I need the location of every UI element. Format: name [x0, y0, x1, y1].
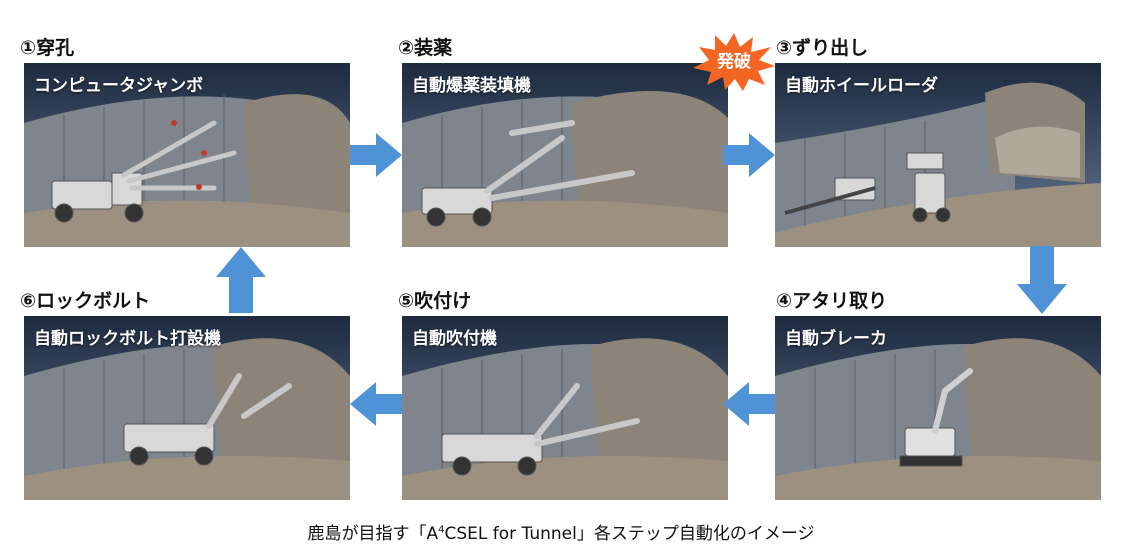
- breaker-illustration: [775, 338, 1101, 500]
- step-6-machine-label: 自動ロックボルト打設機: [34, 329, 221, 349]
- step-6-title: ⑥ロックボルト: [20, 290, 151, 312]
- blast-burst-icon: [693, 33, 775, 91]
- arrow-6-to-1-icon: [216, 247, 266, 313]
- step-3-title: ③ずり出し: [776, 37, 869, 59]
- caption-superscript: 4: [438, 524, 445, 536]
- step-4-panel: 自動ブレーカ: [775, 316, 1101, 500]
- blast-badge-label: 発破: [717, 52, 751, 72]
- charging-machine-illustration: [402, 91, 728, 247]
- caption-prefix: 鹿島が目指す「A: [307, 524, 439, 544]
- step-4-machine-label: 自動ブレーカ: [785, 329, 887, 349]
- arrow-3-to-4-icon: [1017, 246, 1067, 314]
- step-5-title: ⑤吹付け: [398, 290, 472, 312]
- step-5-machine-label: 自動吹付機: [412, 329, 497, 349]
- arrow-4-to-5-icon: [723, 382, 775, 426]
- step-2-machine-label: 自動爆薬装填機: [412, 76, 531, 96]
- rock-bolter-illustration: [24, 338, 350, 500]
- step-6-panel: 自動ロックボルト打設機: [24, 316, 350, 500]
- drill-jumbo-illustration: [24, 94, 350, 247]
- shotcrete-machine-illustration: [402, 338, 728, 500]
- step-5-panel: 自動吹付機: [402, 316, 728, 500]
- step-1-title: ①穿孔: [20, 37, 75, 59]
- wheel-loader-illustration: [775, 82, 1101, 247]
- step-2-panel: 自動爆薬装填機: [402, 63, 728, 247]
- step-4-title: ④アタリ取り: [776, 290, 888, 312]
- step-2-title: ②装薬: [398, 37, 453, 59]
- arrow-1-to-2-icon: [350, 133, 402, 177]
- step-3-machine-label: 自動ホイールローダ: [785, 76, 938, 96]
- arrow-5-to-6-icon: [350, 382, 402, 426]
- step-3-panel: 自動ホイールローダ: [775, 63, 1101, 247]
- step-1-panel: コンピュータジャンボ: [24, 63, 350, 247]
- figure-caption: 鹿島が目指す「A4CSEL for Tunnel」各ステップ自動化のイメージ: [0, 519, 1122, 544]
- arrow-2-to-3-icon: [723, 133, 775, 177]
- caption-suffix: CSEL for Tunnel」各ステップ自動化のイメージ: [444, 524, 815, 544]
- step-1-machine-label: コンピュータジャンボ: [34, 76, 204, 96]
